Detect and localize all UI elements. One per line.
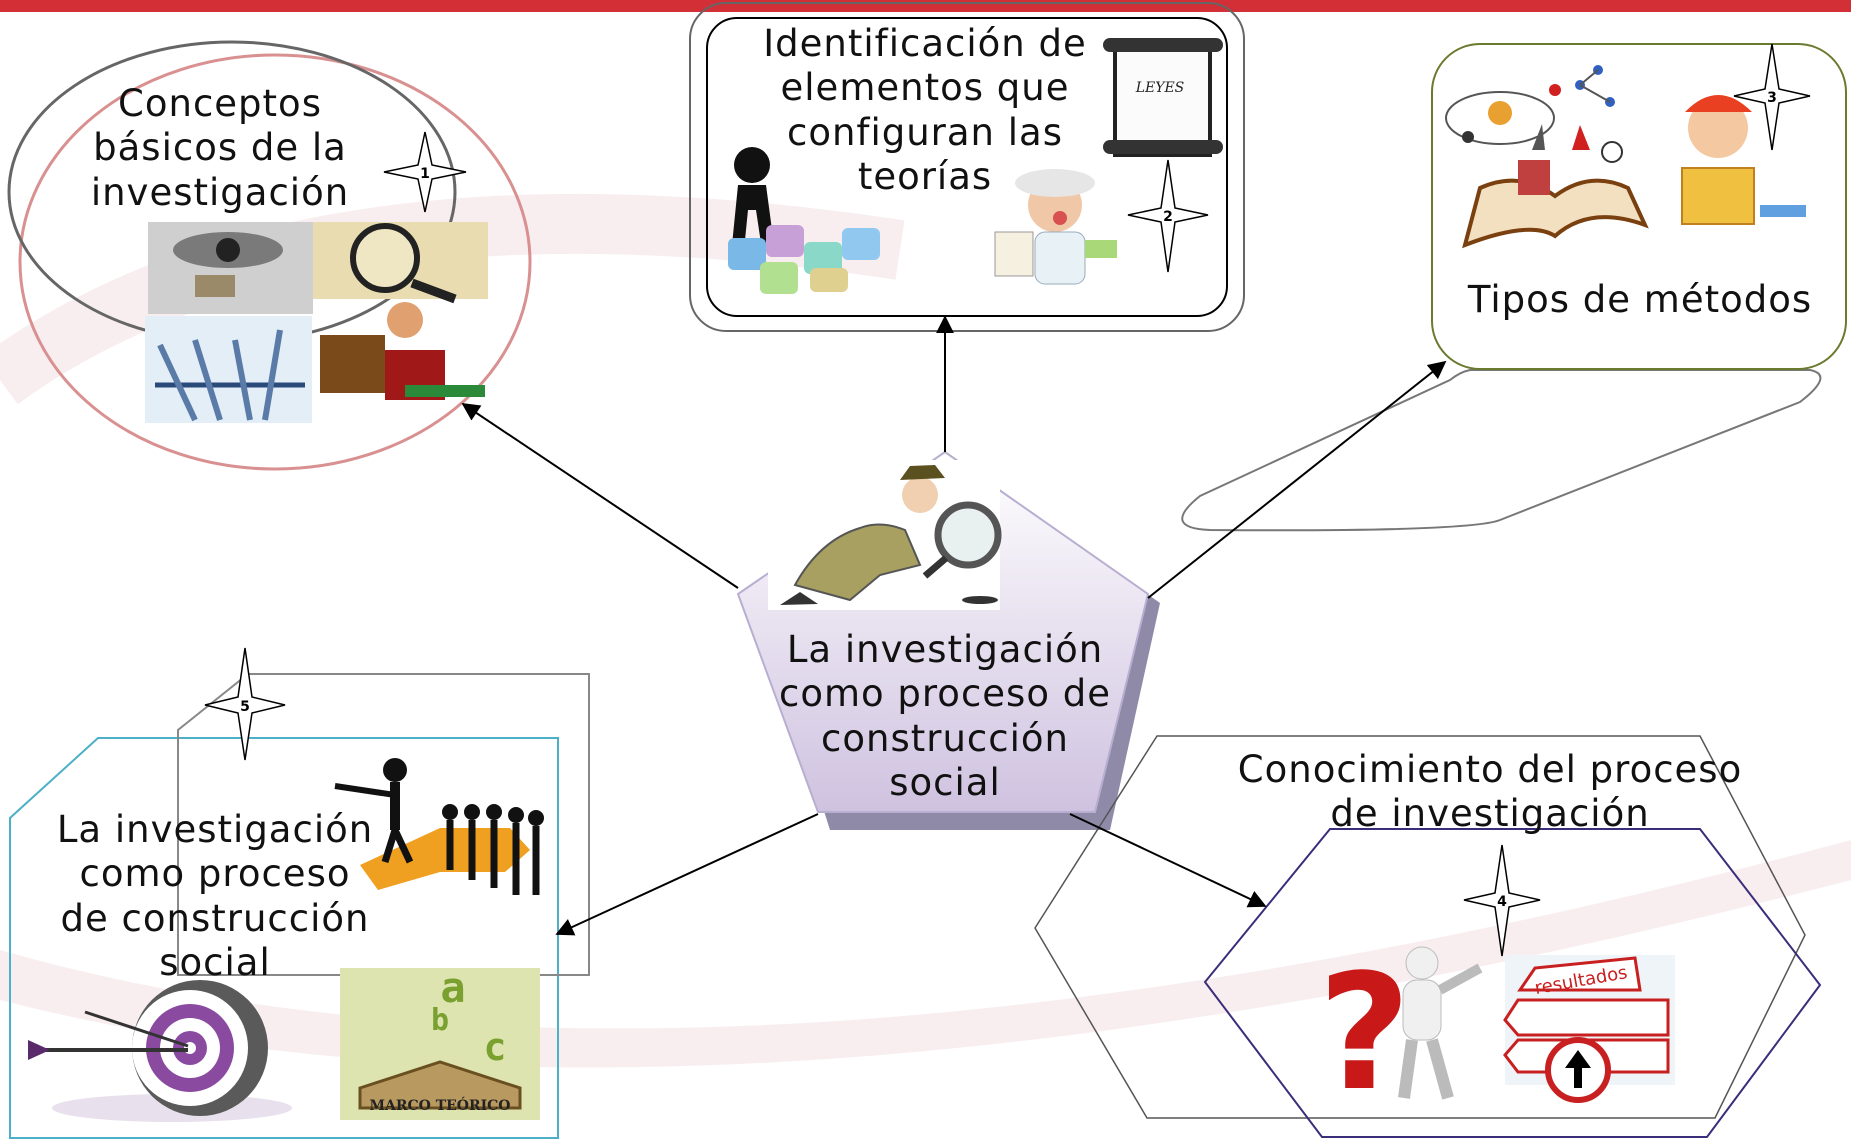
reading-girl-image: [1681, 95, 1806, 225]
svg-text:4: 4: [1497, 894, 1507, 910]
ident-inner-box: [706, 17, 1228, 317]
top-accent-bar: [0, 0, 1851, 12]
test-tubes-image: [145, 316, 312, 423]
question-mark-figure-image: ?: [1318, 939, 1483, 1126]
thinking-figure-image: [732, 147, 774, 250]
leyes-scroll-image: LEYES: [1103, 38, 1223, 157]
concepts-outer-ellipse: [18, 53, 532, 471]
arrow-to-tipos: [1147, 360, 1447, 599]
scientist-image: [994, 169, 1117, 285]
left-outer-pentagon-box: [9, 737, 559, 1139]
arrow-to-concepts: [461, 402, 739, 589]
detective-magnifier-image: [768, 460, 1002, 610]
number-badge-5: 5: [204, 647, 286, 761]
scholar-reading-image: [320, 302, 485, 400]
svg-text:2: 2: [1163, 209, 1173, 225]
ident-outer-box: [689, 2, 1245, 332]
svg-text:MARCO TEÓRICO: MARCO TEÓRICO: [369, 1096, 510, 1114]
svg-text:b: b: [431, 1003, 449, 1038]
conoc-outer-hexagon: [1034, 735, 1806, 1119]
tipos-label: Tipos de métodos: [1467, 278, 1813, 321]
number-badge-1: 1: [383, 131, 467, 213]
ident-label: Identificación de elementos que configur…: [763, 22, 1087, 199]
left-label: La investigación como proceso de constru…: [56, 808, 374, 985]
svg-text:LEYES: LEYES: [1135, 80, 1185, 96]
number-badge-3: 3: [1733, 43, 1811, 151]
solar-system-science-image: [1445, 65, 1623, 163]
svg-text:?: ?: [1318, 939, 1411, 1126]
background-swoosh: [0, 840, 1851, 1068]
abc-book-image: a b c MARCO TEÓRICO: [340, 963, 540, 1120]
center-label: La investigación como proceso de constru…: [779, 628, 1111, 805]
conoc-label: Conocimiento del proceso de investigació…: [1237, 748, 1743, 836]
tipos-swoosh-shape: [1181, 369, 1822, 532]
eye-document-image: [148, 222, 313, 314]
svg-text:3: 3: [1767, 90, 1777, 106]
number-badge-2: 2: [1127, 159, 1209, 273]
svg-text:1: 1: [420, 166, 430, 182]
concepts-label: Conceptos básicos de la investigación: [90, 82, 350, 214]
svg-text:5: 5: [240, 699, 250, 715]
svg-text:a: a: [440, 963, 465, 1012]
puzzle-pieces-image: [728, 225, 880, 294]
magnifier-paper-image: [313, 222, 488, 304]
open-book-image: [1462, 160, 1649, 249]
svg-text:c: c: [484, 1025, 507, 1069]
target-arrows-image: [28, 980, 292, 1122]
leader-figures-arrow-image: [328, 755, 553, 895]
conoc-inner-hexagon: [1203, 828, 1822, 1138]
number-badge-4: 4: [1463, 844, 1541, 957]
arrow-to-left: [555, 813, 819, 936]
signpost-image: resultados: [1503, 955, 1675, 1103]
arrow-to-conoc: [1069, 813, 1267, 908]
